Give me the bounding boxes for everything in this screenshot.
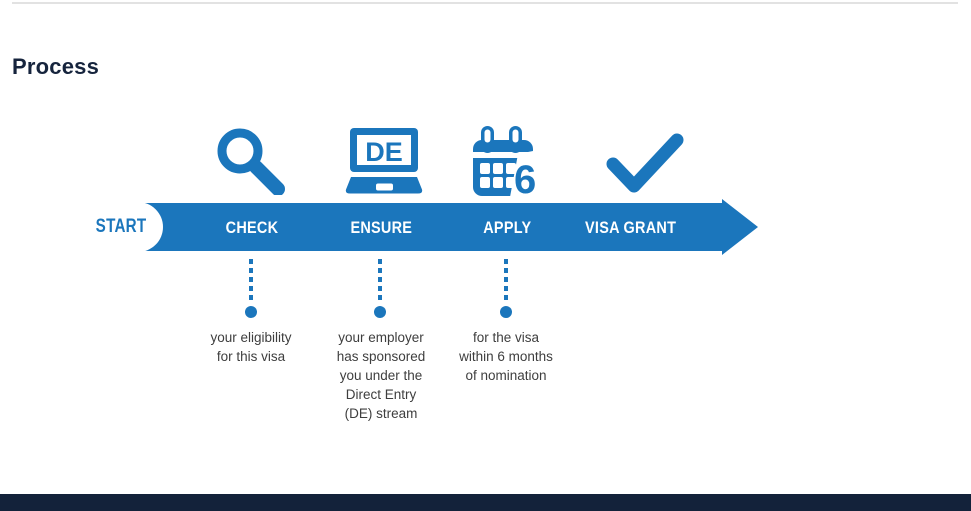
connector-dot-apply [500, 306, 512, 318]
step-label-ensure: ENSURE [350, 218, 412, 237]
step-description-apply: for the visa within 6 months of nominati… [459, 330, 553, 383]
top-divider-line [12, 2, 958, 4]
step-description-ensure: your employer has sponsored you under th… [336, 330, 426, 421]
process-arrow-band [140, 203, 722, 251]
laptop-de-icon: DE [343, 127, 423, 195]
connector-dot-ensure [374, 306, 386, 318]
calendar-day-number: 6 [514, 158, 536, 197]
step-description-check: your eligibility for this visa [210, 330, 292, 364]
step-label-apply: APPLY [482, 218, 532, 237]
step-label-visa-grant: VISA GRANT [585, 218, 677, 237]
connector-dot-check [245, 306, 257, 318]
arrowhead [722, 199, 758, 255]
connector-line-apply [504, 259, 508, 304]
connector-line-check [249, 259, 253, 304]
connector-line-ensure [378, 259, 382, 304]
start-notch [113, 202, 163, 252]
laptop-screen-text: DE [365, 137, 403, 167]
footer-bar [0, 494, 971, 511]
magnifier-icon [217, 127, 285, 195]
calendar-6-icon: 6 [472, 120, 538, 197]
checkmark-icon [605, 133, 685, 195]
page-title: Process [12, 54, 100, 79]
step-label-check: CHECK [225, 218, 279, 237]
start-label: START [95, 216, 146, 237]
